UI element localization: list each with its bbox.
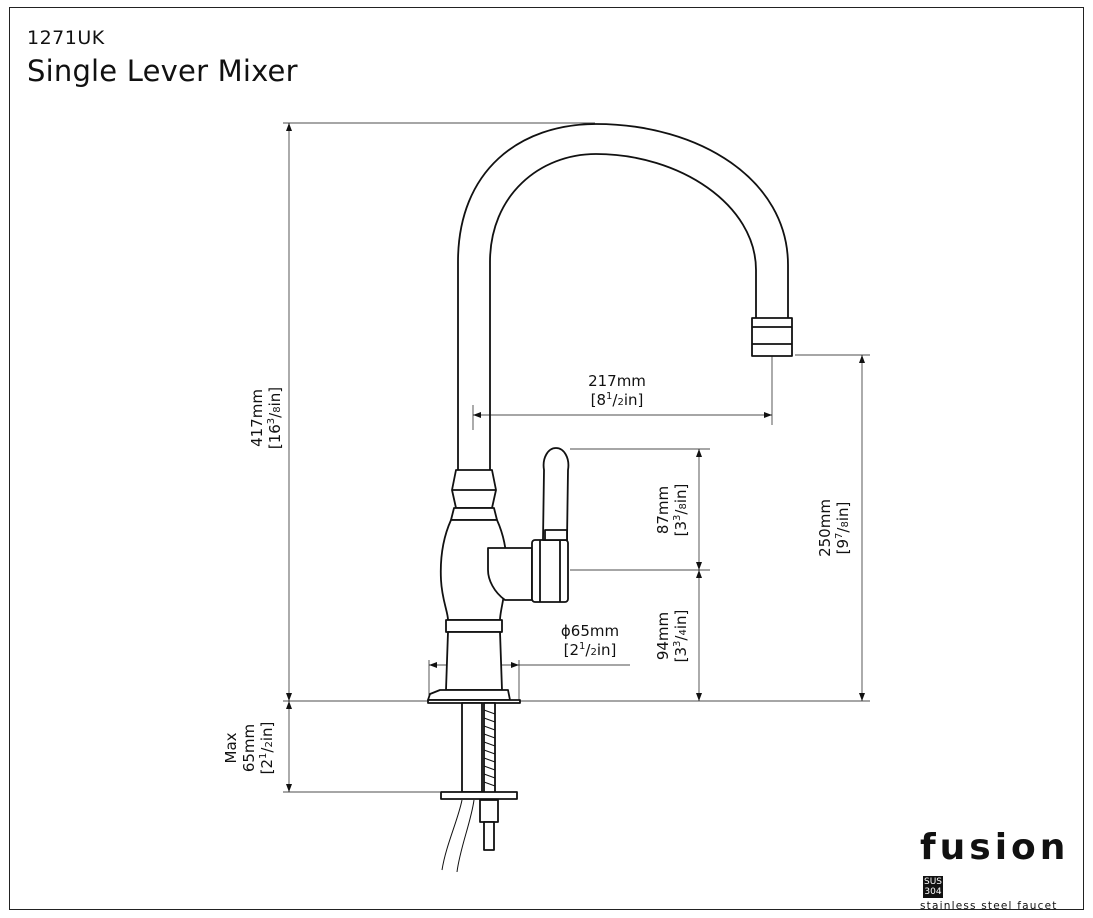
dim-spout-clearance-mm: 250mm <box>816 499 834 557</box>
dim-deck-max-label: Max <box>222 732 240 763</box>
badge-top-text: SUS <box>923 877 942 887</box>
dim-body-height-mm: 94mm <box>654 612 672 660</box>
badge-bottom-text: 304 <box>924 887 942 897</box>
dim-body-height-in: [33/4in] <box>672 610 690 663</box>
dim-spout-clearance-in: [97/8in] <box>834 502 852 555</box>
dim-deck-thickness-in: [21/2in] <box>258 722 276 775</box>
dim-base-diameter-mm: ϕ65mm <box>561 622 619 640</box>
product-title: Single Lever Mixer <box>27 54 298 88</box>
dim-reach-in: [81/2in] <box>591 391 644 409</box>
drawing-frame <box>9 7 1084 910</box>
brand-name: fusion <box>920 827 1070 868</box>
model-number: 1271UK <box>27 27 105 49</box>
dim-total-height-mm: 417mm <box>248 389 266 447</box>
dim-reach-mm: 217mm <box>588 372 646 390</box>
dim-deck-thickness-mm: 65mm <box>240 724 258 772</box>
dim-base-diameter-in: [21/2in] <box>564 641 617 659</box>
dim-lever-height-mm: 87mm <box>654 486 672 534</box>
dim-total-height-in: [163/8in] <box>266 387 284 449</box>
dim-lever-height-in: [33/8in] <box>672 484 690 537</box>
brand-tagline: stainless steel faucet <box>920 900 1058 912</box>
